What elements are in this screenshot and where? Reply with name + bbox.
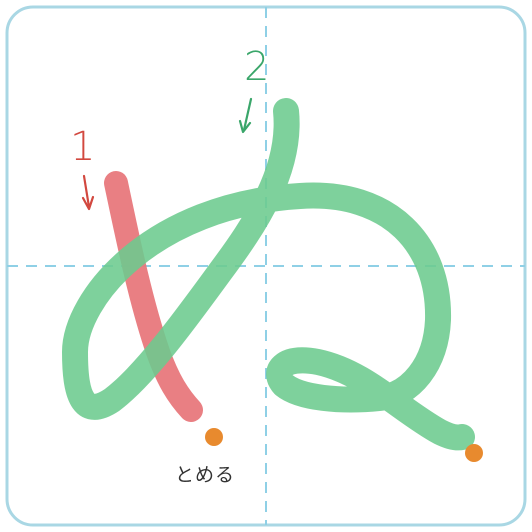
stroke-1-arrow-icon [81, 174, 95, 211]
stroke-1-path [104, 171, 203, 422]
stroke-2-stop-dot [465, 444, 483, 462]
stroke-1-number: 1 [70, 124, 96, 170]
stroke-2-path [62, 98, 475, 451]
stop-note-label: とめる [175, 464, 236, 486]
stroke-2-arrow-icon [238, 97, 253, 134]
stroke-2-number: 2 [244, 44, 270, 90]
stroke-1-stop-dot [205, 428, 223, 446]
